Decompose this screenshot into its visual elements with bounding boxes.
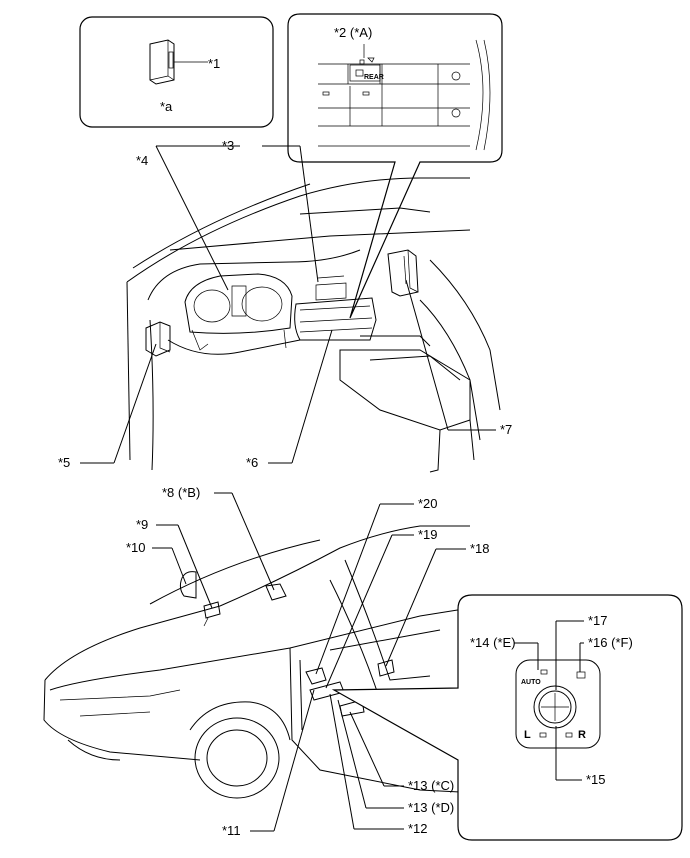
inset-c-callout (331, 594, 683, 841)
module-1-drawing (149, 39, 208, 85)
label-6: *6 (246, 455, 259, 470)
switch-auto-text: AUTO (521, 679, 541, 686)
label-12: *12 (408, 821, 428, 836)
dashboard-drawing (126, 177, 501, 473)
label-15: *15 (586, 772, 606, 787)
leader-lines (80, 145, 584, 832)
label-9: *9 (136, 517, 149, 532)
label-14e: *14 (*E) (470, 635, 516, 650)
label-11: *11 (222, 823, 241, 838)
label-7: *7 (500, 422, 513, 437)
label-18: *18 (470, 541, 490, 556)
label-13c: *13 (*C) (408, 778, 455, 793)
car-drawing (43, 525, 471, 799)
label-19: *19 (418, 527, 438, 542)
label-2a: *2 (*A) (334, 25, 373, 40)
label-13d: *13 (*D) (408, 800, 455, 815)
switch-r-text: R (578, 729, 586, 741)
label-16f: *16 (*F) (588, 635, 633, 650)
label-10: *10 (126, 540, 146, 555)
rear-text: REAR (364, 74, 384, 81)
label-a: *a (160, 99, 173, 114)
inset-b-callout (287, 13, 503, 319)
label-17: *17 (588, 613, 608, 628)
label-1: *1 (208, 56, 221, 71)
label-8b: *8 (*B) (162, 485, 201, 500)
label-4: *4 (136, 153, 149, 168)
inset-a-frame (79, 16, 274, 128)
label-5: *5 (58, 455, 71, 470)
switch-l-text: L (524, 729, 531, 741)
label-3: *3 (222, 138, 235, 153)
label-20: *20 (418, 496, 438, 511)
